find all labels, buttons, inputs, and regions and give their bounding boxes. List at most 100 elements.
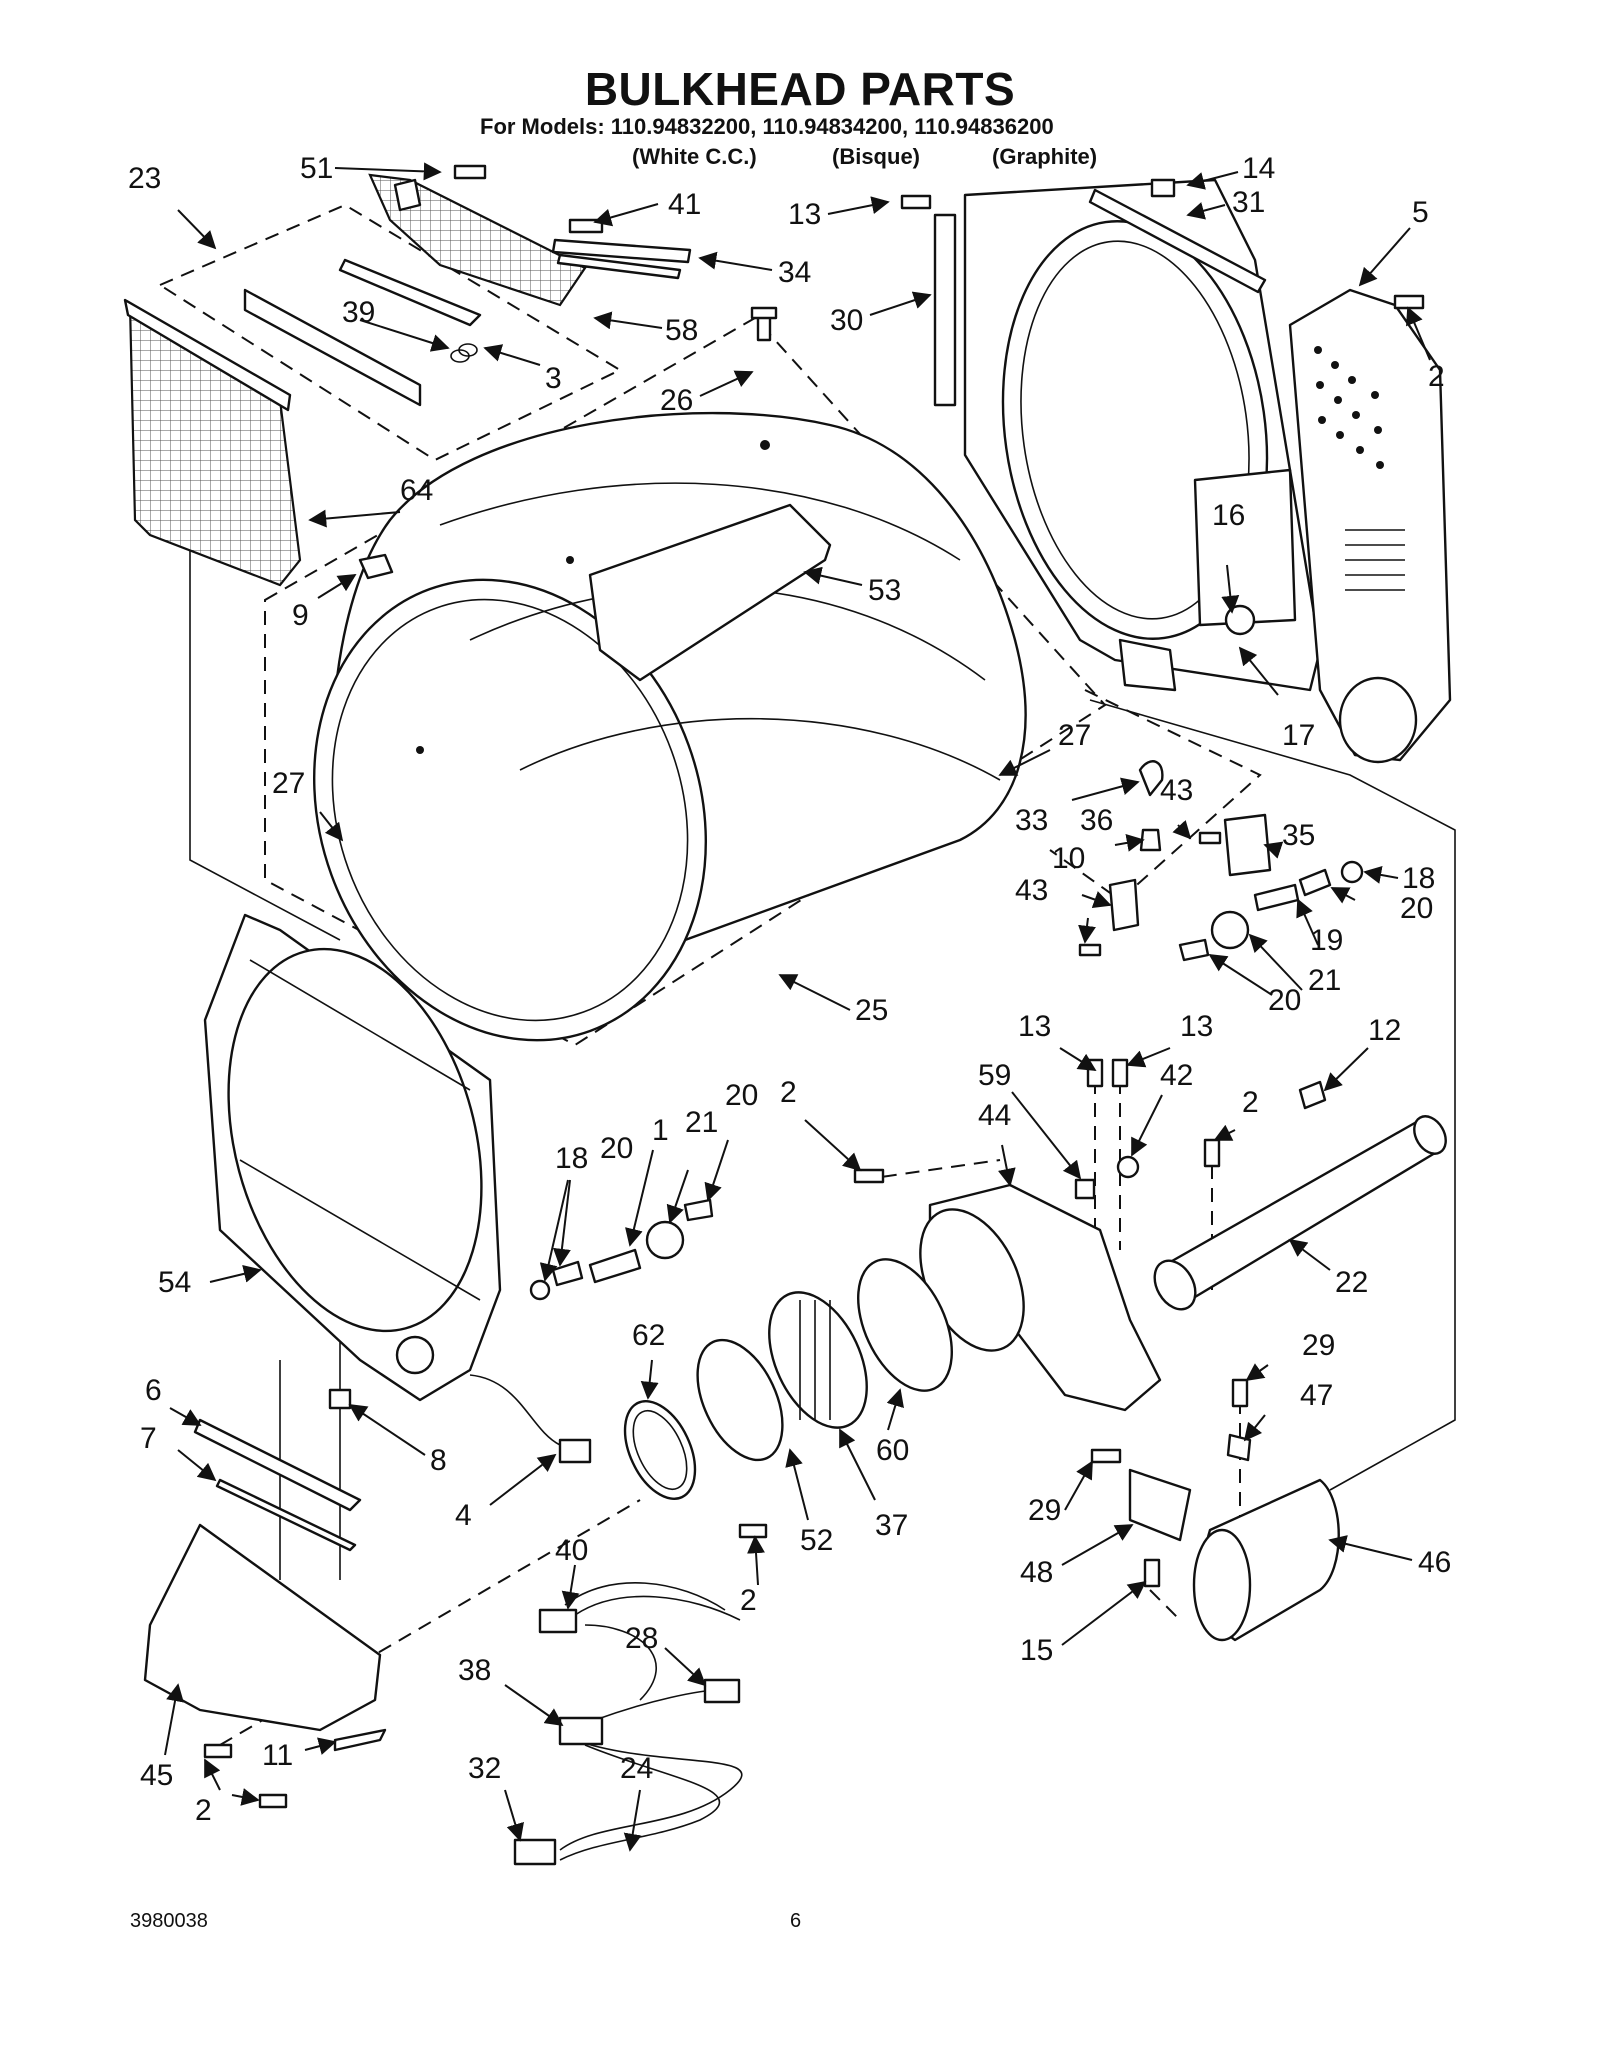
rear-seal-bracket [1118, 638, 1177, 692]
callout-20-right-upper: 20 [1400, 892, 1433, 925]
callout-8: 8 [430, 1444, 447, 1477]
thermal-fuse-holder [1139, 828, 1162, 852]
callout-52: 52 [800, 1524, 833, 1557]
callout-40: 40 [555, 1534, 588, 1567]
bearing-washer [1340, 860, 1364, 884]
leader-lines [164, 162, 1431, 1852]
callout-29-upper: 29 [1302, 1329, 1335, 1362]
callout-35: 35 [1282, 819, 1315, 852]
callout-28: 28 [625, 1622, 658, 1655]
grille-clip [393, 178, 422, 212]
screws [203, 164, 1425, 1809]
callout-2-right: 2 [1242, 1086, 1259, 1119]
callout-20-front-a: 20 [600, 1132, 633, 1165]
callout-2-top: 2 [1428, 360, 1445, 393]
duct-clip [333, 1728, 387, 1752]
drum-glide [358, 553, 394, 580]
callout-6: 6 [145, 1374, 162, 1407]
callout-51: 51 [300, 152, 333, 185]
lint-chute-bracket [338, 258, 482, 327]
harness-connector-32 [513, 1838, 557, 1866]
blower-seal [696, 1338, 784, 1462]
lint-grille [368, 173, 587, 307]
page-title: BULKHEAD PARTS [584, 63, 1016, 115]
callout-59: 59 [978, 1059, 1011, 1092]
front-bearing-retainer [683, 1198, 714, 1222]
callout-11: 11 [262, 1739, 293, 1772]
callout-13-left: 13 [1018, 1010, 1051, 1043]
callout-43-upper: 43 [1160, 774, 1193, 807]
bulkhead-top-strip [1088, 188, 1267, 294]
callout-53: 53 [868, 574, 901, 607]
callout-1: 1 [652, 1114, 669, 1147]
harness-wire-2 [559, 1739, 743, 1851]
callout-2-bottom: 2 [195, 1794, 212, 1827]
callout-13-right: 13 [1180, 1010, 1213, 1043]
callout-21-front: 21 [685, 1106, 718, 1139]
callout-27-left: 27 [272, 767, 305, 800]
variant-bisque: (Bisque) [832, 144, 920, 169]
callout-45: 45 [140, 1759, 173, 1792]
rear-drum-shaft [1253, 883, 1300, 912]
models-line: For Models: 110.94832200, 110.94834200, … [480, 114, 1054, 139]
lint-duct-housing [143, 1523, 382, 1732]
callout-2-lower: 2 [740, 1584, 757, 1617]
thermal-cutoff [1223, 813, 1272, 877]
door-switch-wire [469, 1374, 561, 1446]
harness-connector-38 [558, 1716, 604, 1746]
drum-baffle [588, 503, 832, 682]
front-bulkhead-opening [227, 947, 483, 1333]
seal-strip-upper [551, 238, 692, 264]
door-switch [558, 1438, 592, 1464]
callout-54: 54 [158, 1266, 191, 1299]
callout-23: 23 [128, 162, 161, 195]
callout-30: 30 [830, 304, 863, 337]
callout-4: 4 [455, 1499, 472, 1532]
bulkhead-inlet [1193, 468, 1297, 627]
callout-36: 36 [1080, 804, 1113, 837]
callout-20-right-lower: 20 [1268, 984, 1301, 1017]
bulkhead-side-strip [933, 213, 957, 407]
callout-10: 10 [1052, 842, 1085, 875]
front-bearing-clip [551, 1260, 584, 1287]
lint-chute-rail [243, 288, 422, 407]
callout-16: 16 [1212, 499, 1245, 532]
heater-duct-panel [1288, 288, 1452, 762]
lint-screen [128, 302, 302, 587]
motor-mount-bracket [1128, 1468, 1192, 1542]
drum-front-opening [313, 578, 707, 1042]
front-drum-shaft [588, 1248, 642, 1284]
bearing-clip [1298, 868, 1332, 897]
harness-connector-28 [703, 1678, 741, 1704]
harness-wire-1 [564, 1582, 726, 1611]
callout-43-lower: 43 [1015, 874, 1048, 907]
hose-clamp [1116, 1155, 1140, 1179]
callout-34: 34 [778, 256, 811, 289]
callout-64: 64 [400, 474, 433, 507]
hi-limit-thermostat [1108, 878, 1140, 932]
callout-33: 33 [1015, 804, 1048, 837]
variant-graphite: (Graphite) [992, 144, 1098, 169]
thermistor [1138, 760, 1164, 797]
callout-18-front: 18 [555, 1142, 588, 1175]
callout-19: 19 [1310, 924, 1343, 957]
callout-21-right: 21 [1308, 964, 1341, 997]
lint-filter-group-outline [157, 203, 623, 462]
tube-clip [1298, 1080, 1327, 1110]
bearing-housing [1210, 910, 1250, 950]
blower-clip [1074, 1178, 1096, 1200]
felt-strip-upper [193, 1418, 362, 1512]
variant-white: (White C.C.) [632, 144, 757, 169]
front-drum-support [395, 1335, 435, 1375]
callout-5: 5 [1412, 196, 1429, 229]
right-guide-line [1089, 699, 1456, 1491]
callout-3: 3 [545, 362, 562, 395]
seal-strip-lower [556, 253, 682, 280]
callout-9: 9 [292, 599, 309, 632]
filter-guide-line [189, 545, 341, 941]
callout-2-center: 2 [780, 1076, 797, 1109]
callout-31: 31 [1232, 186, 1265, 219]
callout-44: 44 [978, 1099, 1011, 1132]
vent-slots [1345, 529, 1405, 591]
drum-nut [328, 1388, 352, 1410]
